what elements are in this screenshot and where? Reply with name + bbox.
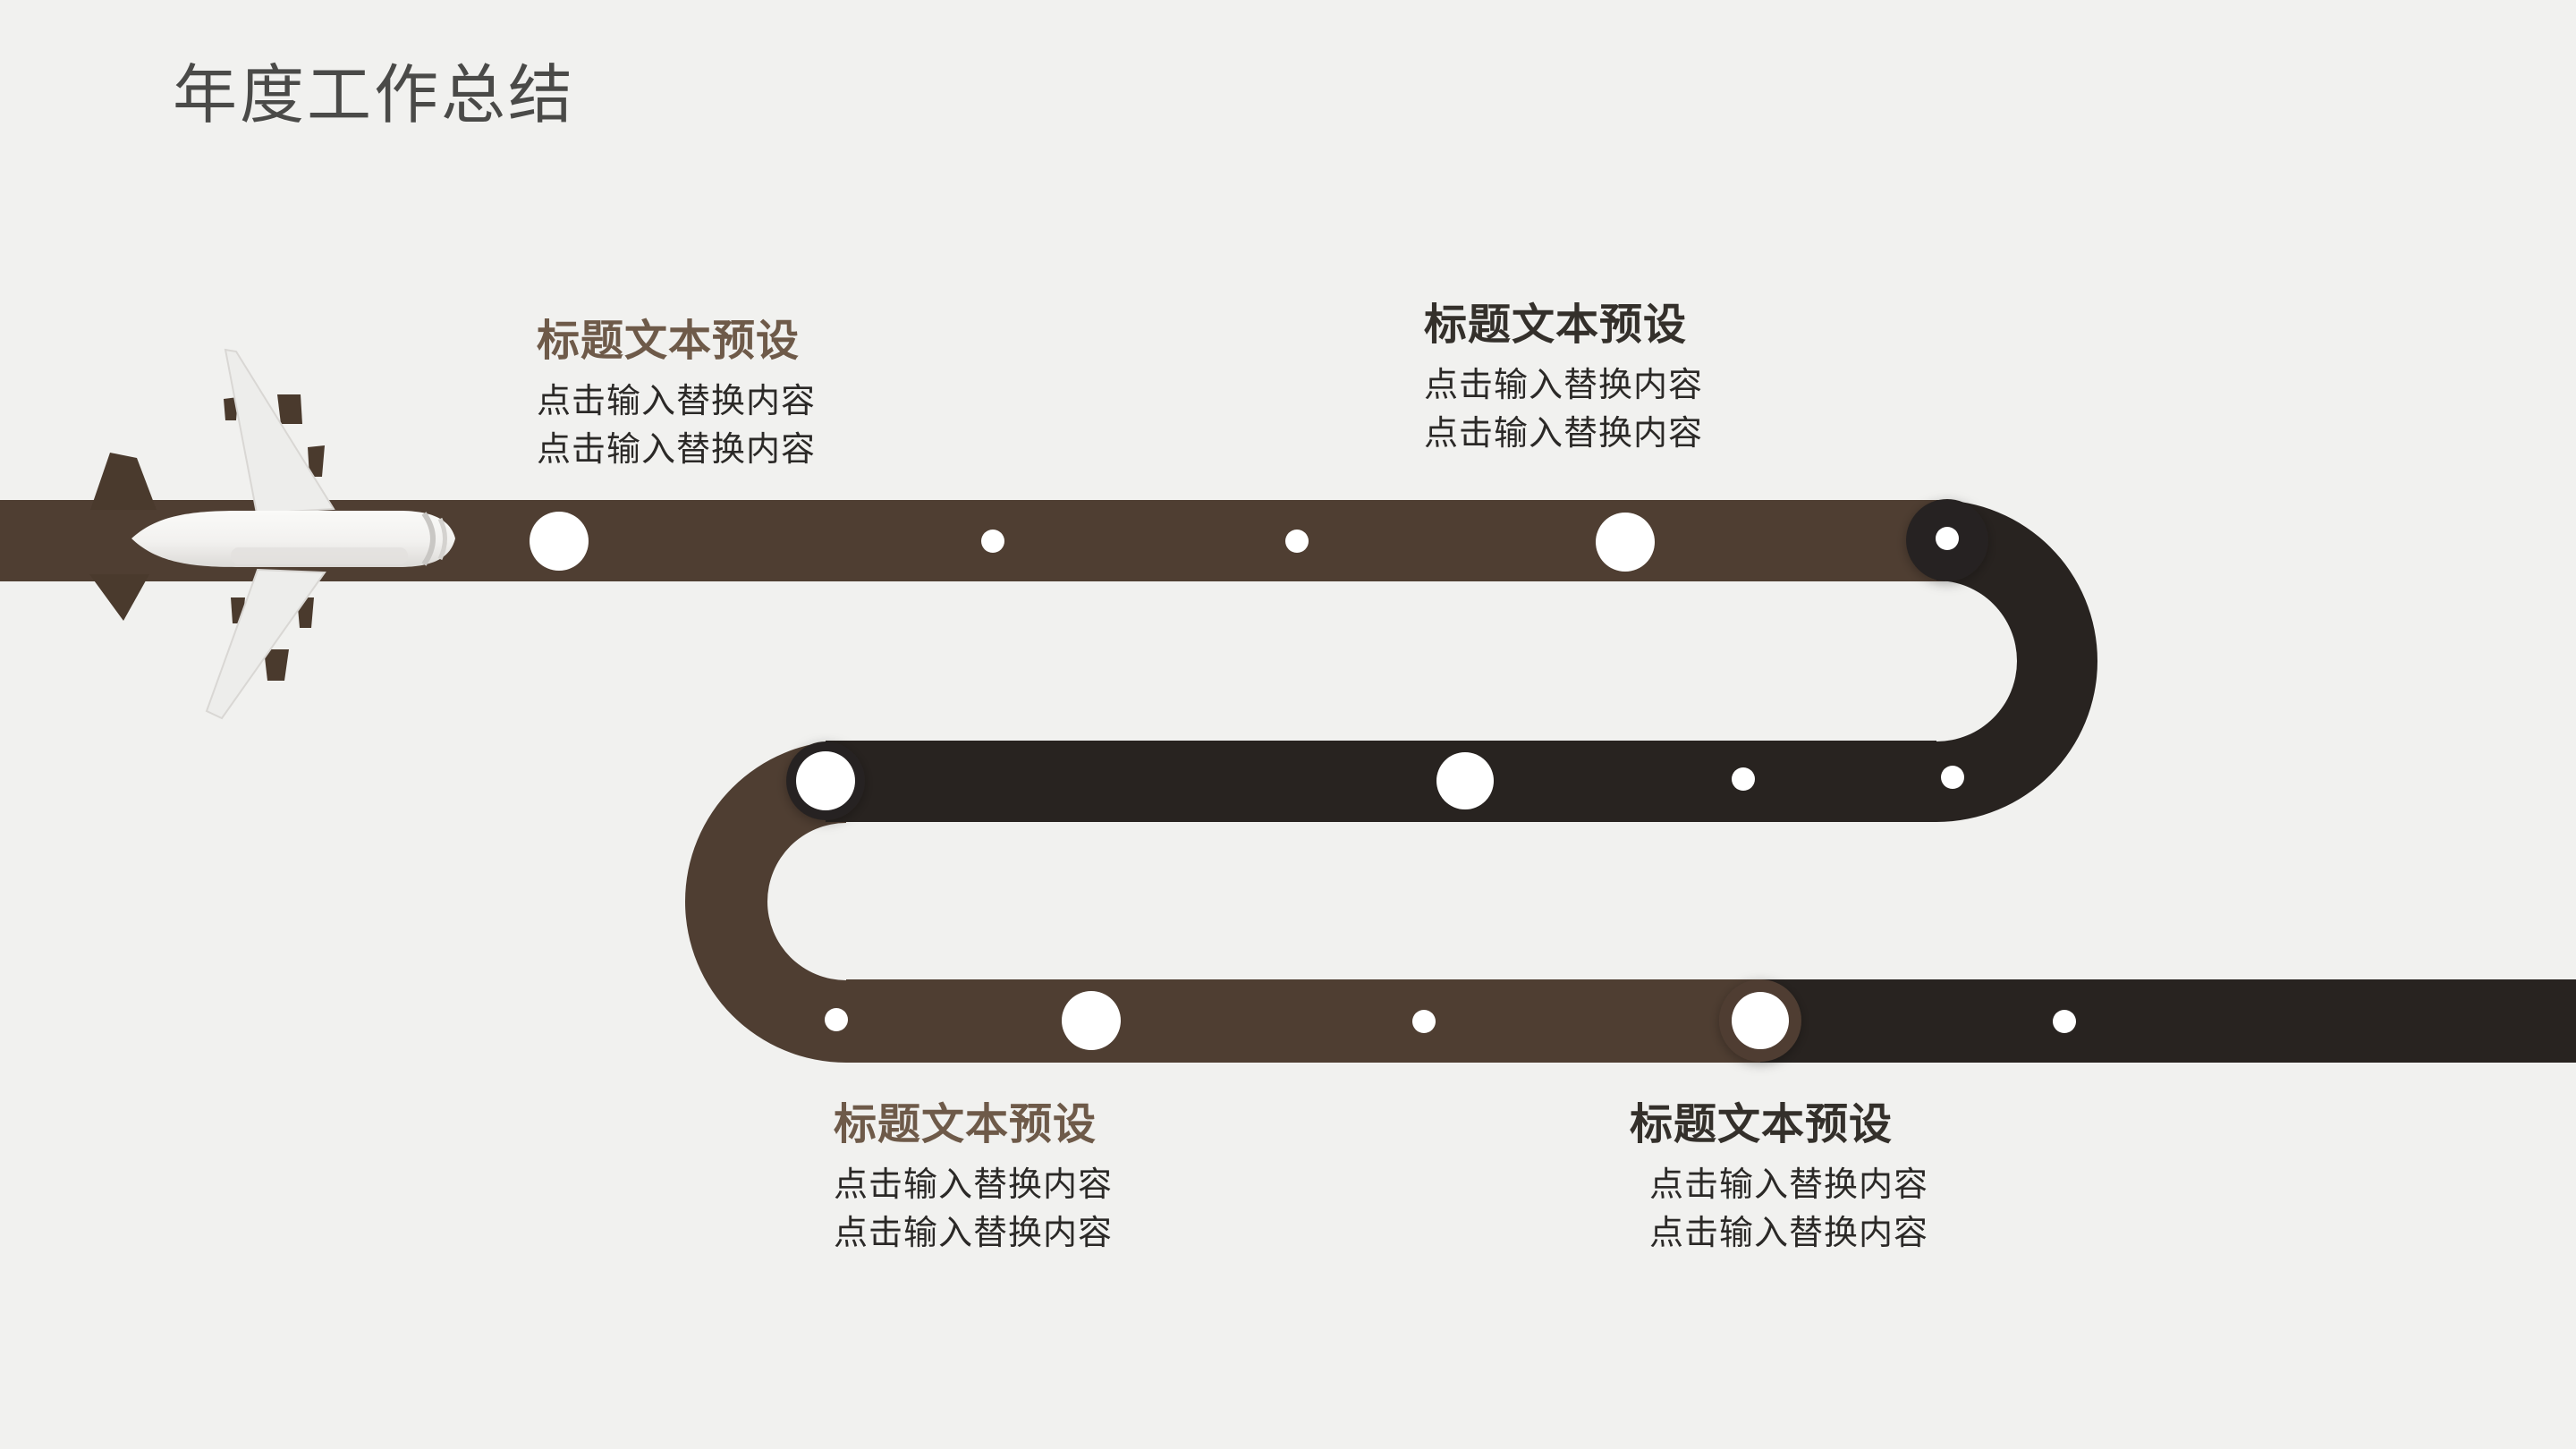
milestone-dot [825, 1008, 848, 1031]
slide-title: 年度工作总结 [173, 60, 576, 131]
road-bottom-brown-segment [846, 979, 1760, 1063]
block-title: 标题文本预设 [537, 318, 801, 365]
engine-shadow [277, 394, 302, 424]
block-line: 点击输入替换内容 [1424, 367, 1704, 404]
text-block-4[interactable]: 标题文本预设 点击输入替换内容 点击输入替换内容 [1630, 1100, 1928, 1258]
block-line: 点击输入替换内容 [537, 383, 817, 420]
text-block-2[interactable]: 标题文本预设 点击输入替换内容 点击输入替换内容 [1424, 301, 1703, 458]
milestone-dot [1412, 1010, 1436, 1033]
block-line: 点击输入替换内容 [834, 1166, 1114, 1204]
block-line: 点击输入替换内容 [1424, 415, 1704, 453]
milestone-dot [796, 751, 855, 810]
text-block-3[interactable]: 标题文本预设 点击输入替换内容 点击输入替换内容 [834, 1100, 1113, 1258]
tail-stabilizer-lower [89, 574, 149, 621]
milestone-dot [1062, 991, 1121, 1050]
fuselage-belly-shade [231, 547, 408, 564]
milestone-dot [1436, 752, 1494, 809]
block-line: 点击输入替换内容 [537, 431, 817, 469]
tail-stabilizer-upper [90, 453, 157, 510]
airplane-silhouette-parts [89, 394, 325, 681]
block-title: 标题文本预设 [834, 1101, 1097, 1148]
block-title: 标题文本预设 [1424, 301, 1688, 349]
milestone-dot [530, 512, 589, 571]
text-block-1[interactable]: 标题文本预设 点击输入替换内容 点击输入替换内容 [537, 317, 816, 474]
wing-lower [205, 568, 326, 720]
milestone-dot [1936, 527, 1959, 550]
milestone-dot [1596, 513, 1655, 572]
engine-shadow [224, 397, 238, 420]
milestone-dots [530, 512, 2076, 1050]
milestone-dot [1732, 767, 1755, 791]
milestone-dot [1941, 766, 1964, 789]
engine-shadow [264, 649, 289, 681]
road-path [0, 499, 2576, 1063]
engine-shadow [308, 445, 325, 477]
road-left-uturn [685, 741, 846, 1063]
block-line: 点击输入替换内容 [1649, 1166, 1929, 1204]
milestone-dot [1285, 530, 1309, 553]
cockpit-window-arc [437, 517, 447, 561]
road-middle-segment [826, 741, 1936, 822]
airplane-icon [89, 348, 455, 720]
road-right-uturn [1936, 500, 2097, 822]
milestone-dot [1732, 992, 1789, 1049]
milestone-dot [981, 530, 1004, 553]
block-line: 点击输入替换内容 [834, 1215, 1114, 1252]
milestone-dot [2053, 1010, 2076, 1033]
road-bottom-dark-segment [1760, 979, 2576, 1063]
cockpit-window-arc [421, 512, 436, 566]
wing-upper [224, 348, 335, 515]
block-line: 点击输入替换内容 [1649, 1215, 1929, 1252]
block-title: 标题文本预设 [1630, 1101, 1894, 1148]
